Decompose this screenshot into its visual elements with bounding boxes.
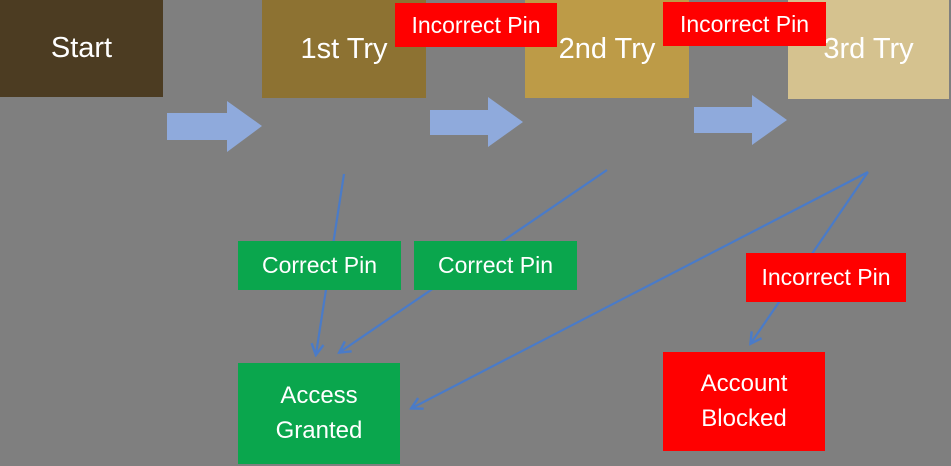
block-arrow-start-to-try1 xyxy=(167,101,262,152)
node-start[interactable]: Start xyxy=(0,0,163,97)
label-correct-pin-2: Correct Pin xyxy=(414,241,577,290)
label-incorrect-pin-top-1: Incorrect Pin xyxy=(395,3,557,47)
node-account-blocked[interactable]: Account Blocked xyxy=(663,352,825,451)
block-arrow-try2-to-try3 xyxy=(694,95,787,145)
label-incorrect-pin-top-2: Incorrect Pin xyxy=(663,2,826,46)
block-arrow-try1-to-try2 xyxy=(430,97,523,147)
connector-try3-to-access xyxy=(412,171,869,408)
label-correct-pin-1: Correct Pin xyxy=(238,241,401,290)
node-first-try[interactable]: 1st Try xyxy=(262,0,426,98)
label-incorrect-pin-right: Incorrect Pin xyxy=(746,253,906,302)
node-third-try[interactable]: 3rd Try xyxy=(788,0,949,99)
node-access-granted[interactable]: Access Granted xyxy=(238,363,400,464)
